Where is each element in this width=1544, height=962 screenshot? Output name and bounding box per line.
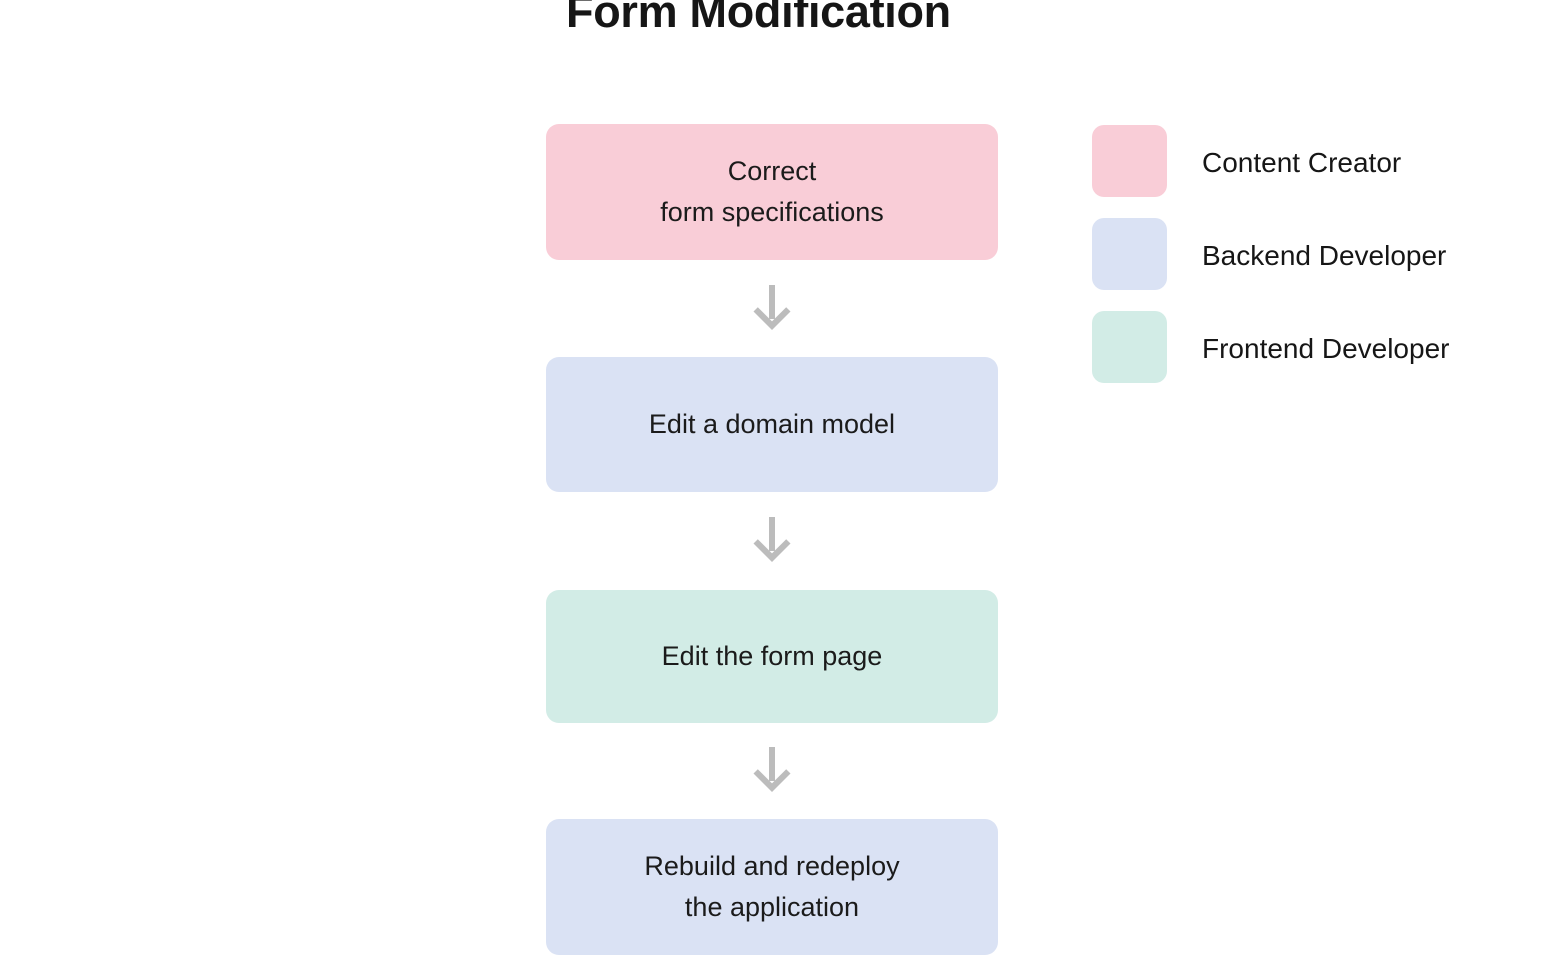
legend-item-content-creator[interactable]: Content Creator [1092, 125, 1512, 218]
legend-item-frontend-developer[interactable]: Frontend Developer [1092, 311, 1512, 404]
legend: Content Creator Backend Developer Fronte… [1092, 125, 1512, 404]
legend-swatch-icon [1092, 311, 1167, 383]
flow-connector-1 [546, 260, 998, 357]
flow-node-edit-the-form-page[interactable]: Edit the form page [546, 590, 998, 723]
legend-item-backend-developer[interactable]: Backend Developer [1092, 218, 1512, 311]
flow-node-label: Correct form specifications [660, 155, 884, 227]
flow-node-label: Rebuild and redeploy the application [644, 850, 900, 922]
flowchart: Correct form specifications Edit a domai… [546, 124, 998, 955]
legend-item-label: Content Creator [1202, 147, 1402, 178]
page-title: Form Modification [566, 0, 951, 37]
down-arrow-icon [753, 284, 791, 330]
legend-item-label: Backend Developer [1202, 240, 1447, 271]
flow-node-label: Edit the form page [661, 640, 883, 671]
down-arrow-icon [753, 747, 791, 792]
down-arrow-icon [753, 517, 791, 562]
flow-connector-3 [546, 723, 998, 819]
flow-node-rebuild-and-redeploy-the-application[interactable]: Rebuild and redeploy the application [546, 819, 998, 955]
legend-swatch-icon [1092, 218, 1167, 290]
flow-node-edit-a-domain-model[interactable]: Edit a domain model [546, 357, 998, 492]
legend-swatch-icon [1092, 125, 1167, 197]
flow-connector-2 [546, 492, 998, 590]
flow-node-label: Edit a domain model [648, 408, 896, 439]
legend-item-label: Frontend Developer [1202, 333, 1450, 364]
flow-node-correct-form-specifications[interactable]: Correct form specifications [546, 124, 998, 260]
